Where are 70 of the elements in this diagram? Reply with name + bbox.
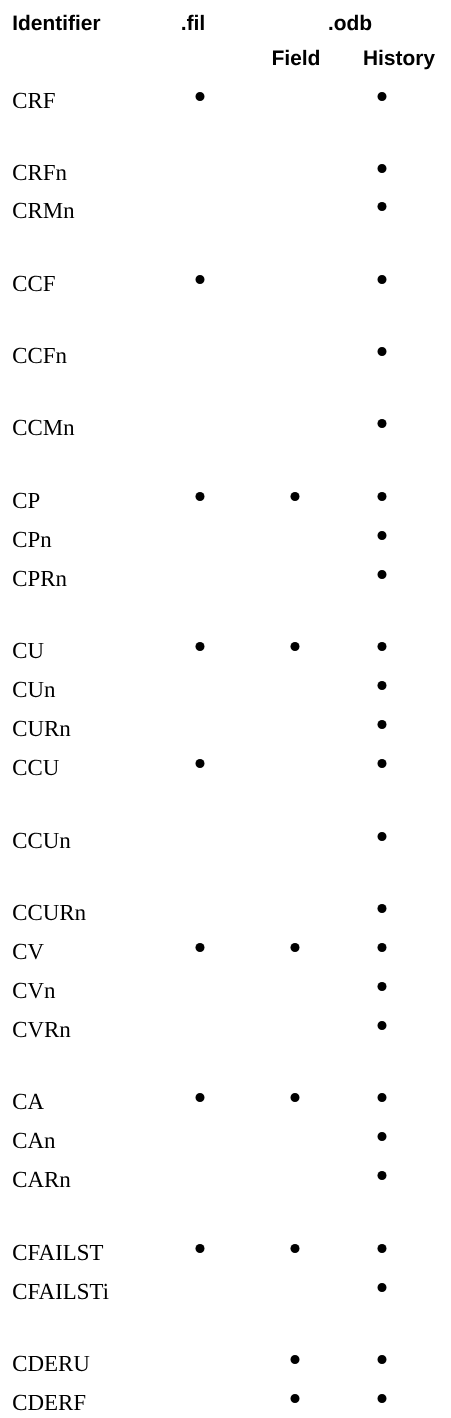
row-label: CFAILSTi (13, 1283, 109, 1300)
bullet-mark: • (290, 491, 300, 501)
row-label: CCUn (13, 832, 71, 849)
row-label: CA (13, 1093, 44, 1110)
bullet-mark: • (290, 641, 300, 651)
bullet-mark: • (377, 491, 387, 501)
row-label: CRFn (13, 164, 67, 181)
bullet-mark: • (377, 1393, 387, 1403)
bullet-mark: • (377, 1131, 387, 1141)
bullet-mark: • (377, 758, 387, 768)
row-label: CCMn (13, 419, 75, 436)
bullet-mark: • (377, 903, 387, 913)
row-label: CDERU (13, 1355, 90, 1372)
bullet-mark: • (377, 91, 387, 101)
bullet-mark: • (290, 1243, 300, 1253)
bullet-mark: • (377, 163, 387, 173)
bullet-mark: • (377, 418, 387, 428)
bullet-mark: • (195, 91, 205, 101)
bullet-mark: • (377, 942, 387, 952)
bullet-mark: • (377, 274, 387, 284)
row-label: CV (13, 943, 44, 960)
bullet-mark: • (290, 942, 300, 952)
bullet-mark: • (377, 1243, 387, 1253)
column-header: .odb (329, 14, 372, 31)
row-label: CVRn (13, 1021, 71, 1038)
bullet-mark: • (377, 641, 387, 651)
bullet-mark: • (377, 530, 387, 540)
bullet-mark: • (377, 569, 387, 579)
column-header: .fil (182, 14, 204, 30)
row-label: CCFn (13, 347, 67, 364)
bullet-mark: • (195, 274, 205, 284)
bullet-mark: • (377, 1354, 387, 1364)
row-label: CURn (13, 720, 71, 737)
bullet-mark: • (377, 346, 387, 356)
bullet-mark: • (195, 1092, 205, 1102)
bullet-mark: • (377, 719, 387, 729)
bullet-mark: • (195, 491, 205, 501)
row-label: CPRn (13, 570, 67, 587)
bullet-mark: • (195, 641, 205, 651)
bullet-mark: • (290, 1354, 300, 1364)
row-label: CRF (13, 92, 55, 109)
row-label: CVn (13, 982, 56, 999)
row-label: CPn (13, 531, 52, 548)
column-header: History (364, 49, 435, 70)
bullet-mark: • (290, 1092, 300, 1102)
row-label: CP (13, 492, 40, 509)
bullet-mark: • (377, 831, 387, 841)
bullet-mark: • (290, 1393, 300, 1403)
row-label: CCF (13, 275, 55, 292)
row-label: CARn (13, 1171, 71, 1188)
bullet-mark: • (377, 1092, 387, 1102)
row-label: CRMn (13, 202, 75, 219)
row-label: CUn (13, 681, 56, 698)
row-label: CCURn (13, 904, 86, 921)
bullet-mark: • (195, 1243, 205, 1253)
column-header: Identifier (13, 14, 101, 31)
bullet-mark: • (377, 201, 387, 211)
bullet-mark: • (377, 1020, 387, 1030)
bullet-mark: • (377, 1170, 387, 1180)
row-label: CFAILST (13, 1244, 104, 1261)
column-header: Field (273, 49, 320, 66)
row-label: CCU (13, 759, 59, 776)
row-label: CAn (13, 1132, 56, 1149)
bullet-mark: • (195, 758, 205, 768)
row-label: CDERF (13, 1394, 86, 1411)
bullet-mark: • (377, 680, 387, 690)
bullet-mark: • (377, 1282, 387, 1292)
bullet-mark: • (195, 942, 205, 952)
bullet-mark: • (377, 981, 387, 991)
row-label: CU (13, 642, 44, 659)
